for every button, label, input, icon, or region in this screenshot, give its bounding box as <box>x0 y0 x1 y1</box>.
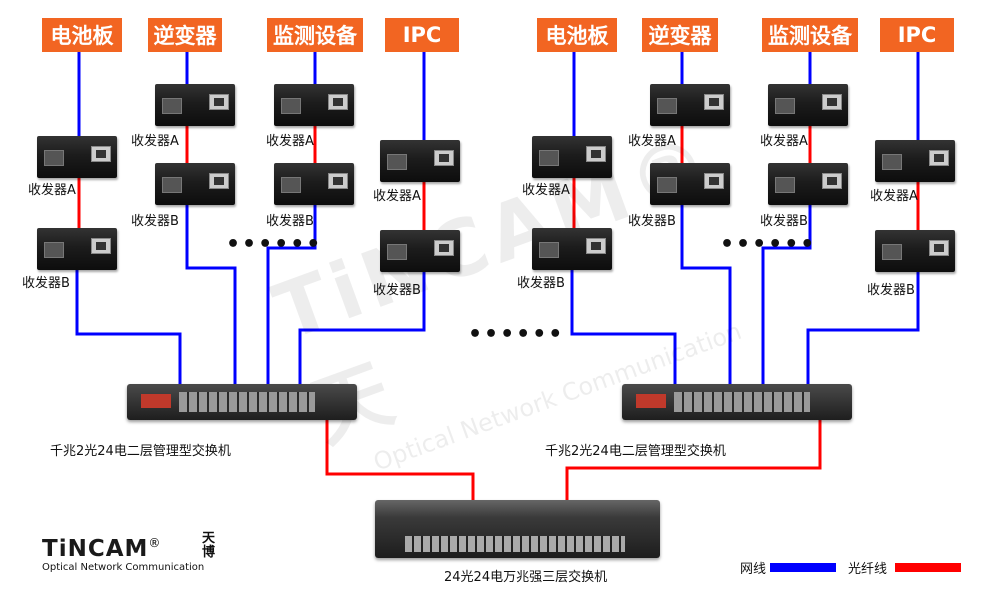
logo-name: TiNCAM <box>42 536 149 562</box>
transceiver-device <box>532 136 612 178</box>
tag-monitoring-left: 监测设备 <box>267 18 363 52</box>
tag-monitoring-right: 监测设备 <box>762 18 858 52</box>
transceiver-device <box>532 228 612 270</box>
ethernet-line <box>185 205 237 384</box>
ethernet-line <box>680 205 732 384</box>
label-transceiver-a: 收发器A <box>373 189 421 204</box>
access-switch-label-left: 千兆2光24电二层管理型交换机 <box>50 444 231 459</box>
ethernet-line <box>570 270 677 384</box>
transceiver-device <box>155 163 235 205</box>
ethernet-line <box>298 272 426 384</box>
label-transceiver-b: 收发器B <box>517 276 565 291</box>
legend-ethernet-swatch <box>770 563 836 572</box>
ellipsis-right: •••••• <box>720 232 817 257</box>
transceiver-device <box>274 163 354 205</box>
transceiver-device <box>380 230 460 272</box>
core-switch <box>375 500 660 558</box>
transceiver-device <box>875 140 955 182</box>
label-transceiver-a: 收发器A <box>28 183 76 198</box>
transceiver-device <box>768 84 848 126</box>
logo-tagline: Optical Network Communication <box>42 562 205 573</box>
tag-inverter-left: 逆变器 <box>148 18 222 52</box>
logo-cn-name: 天博 <box>202 531 216 560</box>
transceiver-device <box>650 84 730 126</box>
fiber-uplink <box>565 420 822 505</box>
transceiver-device <box>155 84 235 126</box>
tag-inverter-right: 逆变器 <box>642 18 718 52</box>
logo-registered: ® <box>148 536 161 550</box>
legend-fiber-swatch <box>895 563 961 572</box>
fiber-uplink <box>325 420 475 505</box>
transceiver-device <box>875 230 955 272</box>
label-transceiver-a: 收发器A <box>131 134 179 149</box>
label-transceiver-a: 收发器A <box>760 134 808 149</box>
label-transceiver-a: 收发器A <box>266 134 314 149</box>
label-transceiver-b: 收发器B <box>628 214 676 229</box>
ethernet-line <box>75 270 182 384</box>
tag-solar-panel-left: 电池板 <box>42 18 122 52</box>
tag-ipc-left: IPC <box>385 18 459 52</box>
access-switch-label-right: 千兆2光24电二层管理型交换机 <box>545 444 726 459</box>
transceiver-device <box>274 84 354 126</box>
label-transceiver-b: 收发器B <box>867 283 915 298</box>
legend-fiber-label: 光纤线 <box>848 562 888 577</box>
label-transceiver-b: 收发器B <box>22 276 70 291</box>
label-transceiver-b: 收发器B <box>373 283 421 298</box>
ellipsis-left: •••••• <box>226 232 323 257</box>
label-transceiver-a: 收发器A <box>522 183 570 198</box>
transceiver-device <box>37 136 117 178</box>
tag-solar-panel-right: 电池板 <box>537 18 617 52</box>
ethernet-line <box>761 205 812 384</box>
ethernet-line <box>806 272 920 384</box>
transceiver-device <box>650 163 730 205</box>
legend-ethernet-label: 网线 <box>740 562 767 577</box>
tincam-logo: TiNCAM® 天博 Optical Network Communication <box>42 532 215 574</box>
transceiver-device <box>37 228 117 270</box>
label-transceiver-b: 收发器B <box>760 214 808 229</box>
access-switch-right <box>622 384 852 420</box>
label-transceiver-a: 收发器A <box>628 134 676 149</box>
transceiver-device <box>380 140 460 182</box>
tag-ipc-right: IPC <box>880 18 954 52</box>
ellipsis-center: •••••• <box>468 322 565 347</box>
transceiver-device <box>768 163 848 205</box>
access-switch-left <box>127 384 357 420</box>
core-switch-label: 24光24电万兆强三层交换机 <box>444 570 608 585</box>
ethernet-line <box>266 205 317 384</box>
label-transceiver-b: 收发器B <box>131 214 179 229</box>
label-transceiver-a: 收发器A <box>870 189 918 204</box>
label-transceiver-b: 收发器B <box>266 214 314 229</box>
